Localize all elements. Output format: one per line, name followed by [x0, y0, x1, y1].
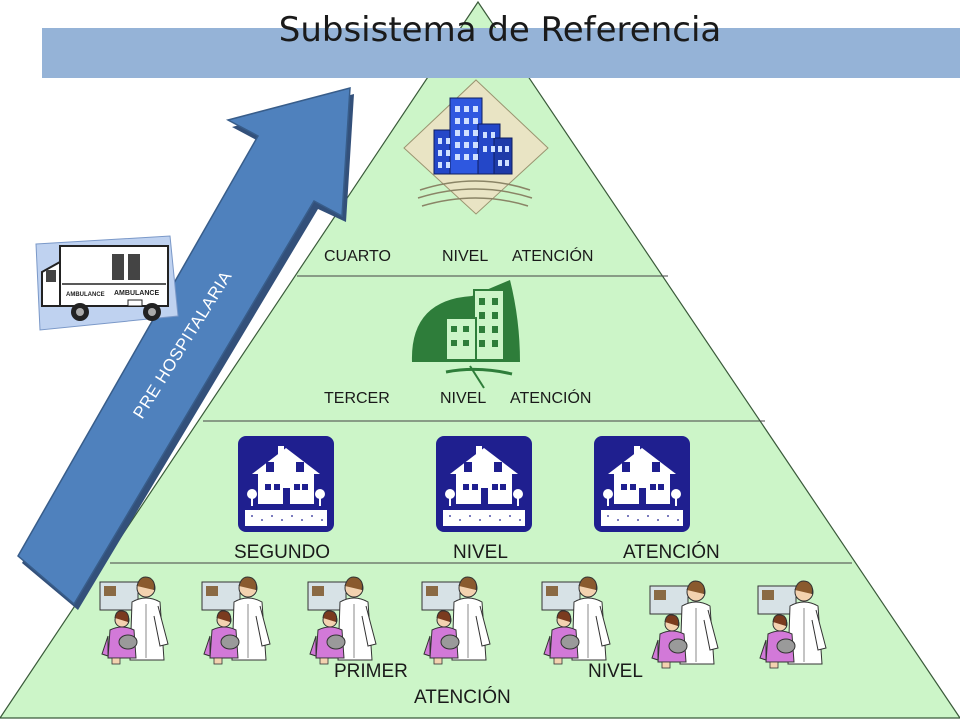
level-fourth-word-1: CUARTO — [324, 248, 391, 265]
ambulance-side-text: AMBULANCE — [66, 292, 105, 298]
level-first-word-1: PRIMER — [334, 661, 408, 682]
title-band — [42, 28, 960, 78]
level-third-word-1: TERCER — [324, 390, 390, 407]
referral-arrow — [17, 87, 354, 610]
level-first-word-2: NIVEL — [588, 661, 643, 682]
level-fourth-word-3: ATENCIÓN — [512, 248, 594, 265]
level-third-word-3: ATENCIÓN — [510, 390, 592, 407]
level-second-word-2: NIVEL — [453, 542, 508, 563]
skyscraper-icon — [403, 79, 549, 215]
house-icon — [238, 436, 334, 532]
ambulance-icon: AMBULANCE AMBULANCE — [35, 235, 179, 331]
page-title: Subsistema de Referencia — [278, 10, 722, 50]
level-second-word-1: SEGUNDO — [234, 542, 331, 563]
ambulance-rear-text: AMBULANCE — [114, 290, 159, 297]
house-icon — [436, 436, 532, 532]
level-third-word-2: NIVEL — [440, 390, 487, 407]
level-fourth-word-2: NIVEL — [442, 248, 489, 265]
house-icon — [594, 436, 690, 532]
level-first-word-3: ATENCIÓN — [414, 687, 511, 708]
level-second-word-3: ATENCIÓN — [623, 542, 720, 563]
hospital-icon — [411, 280, 520, 389]
